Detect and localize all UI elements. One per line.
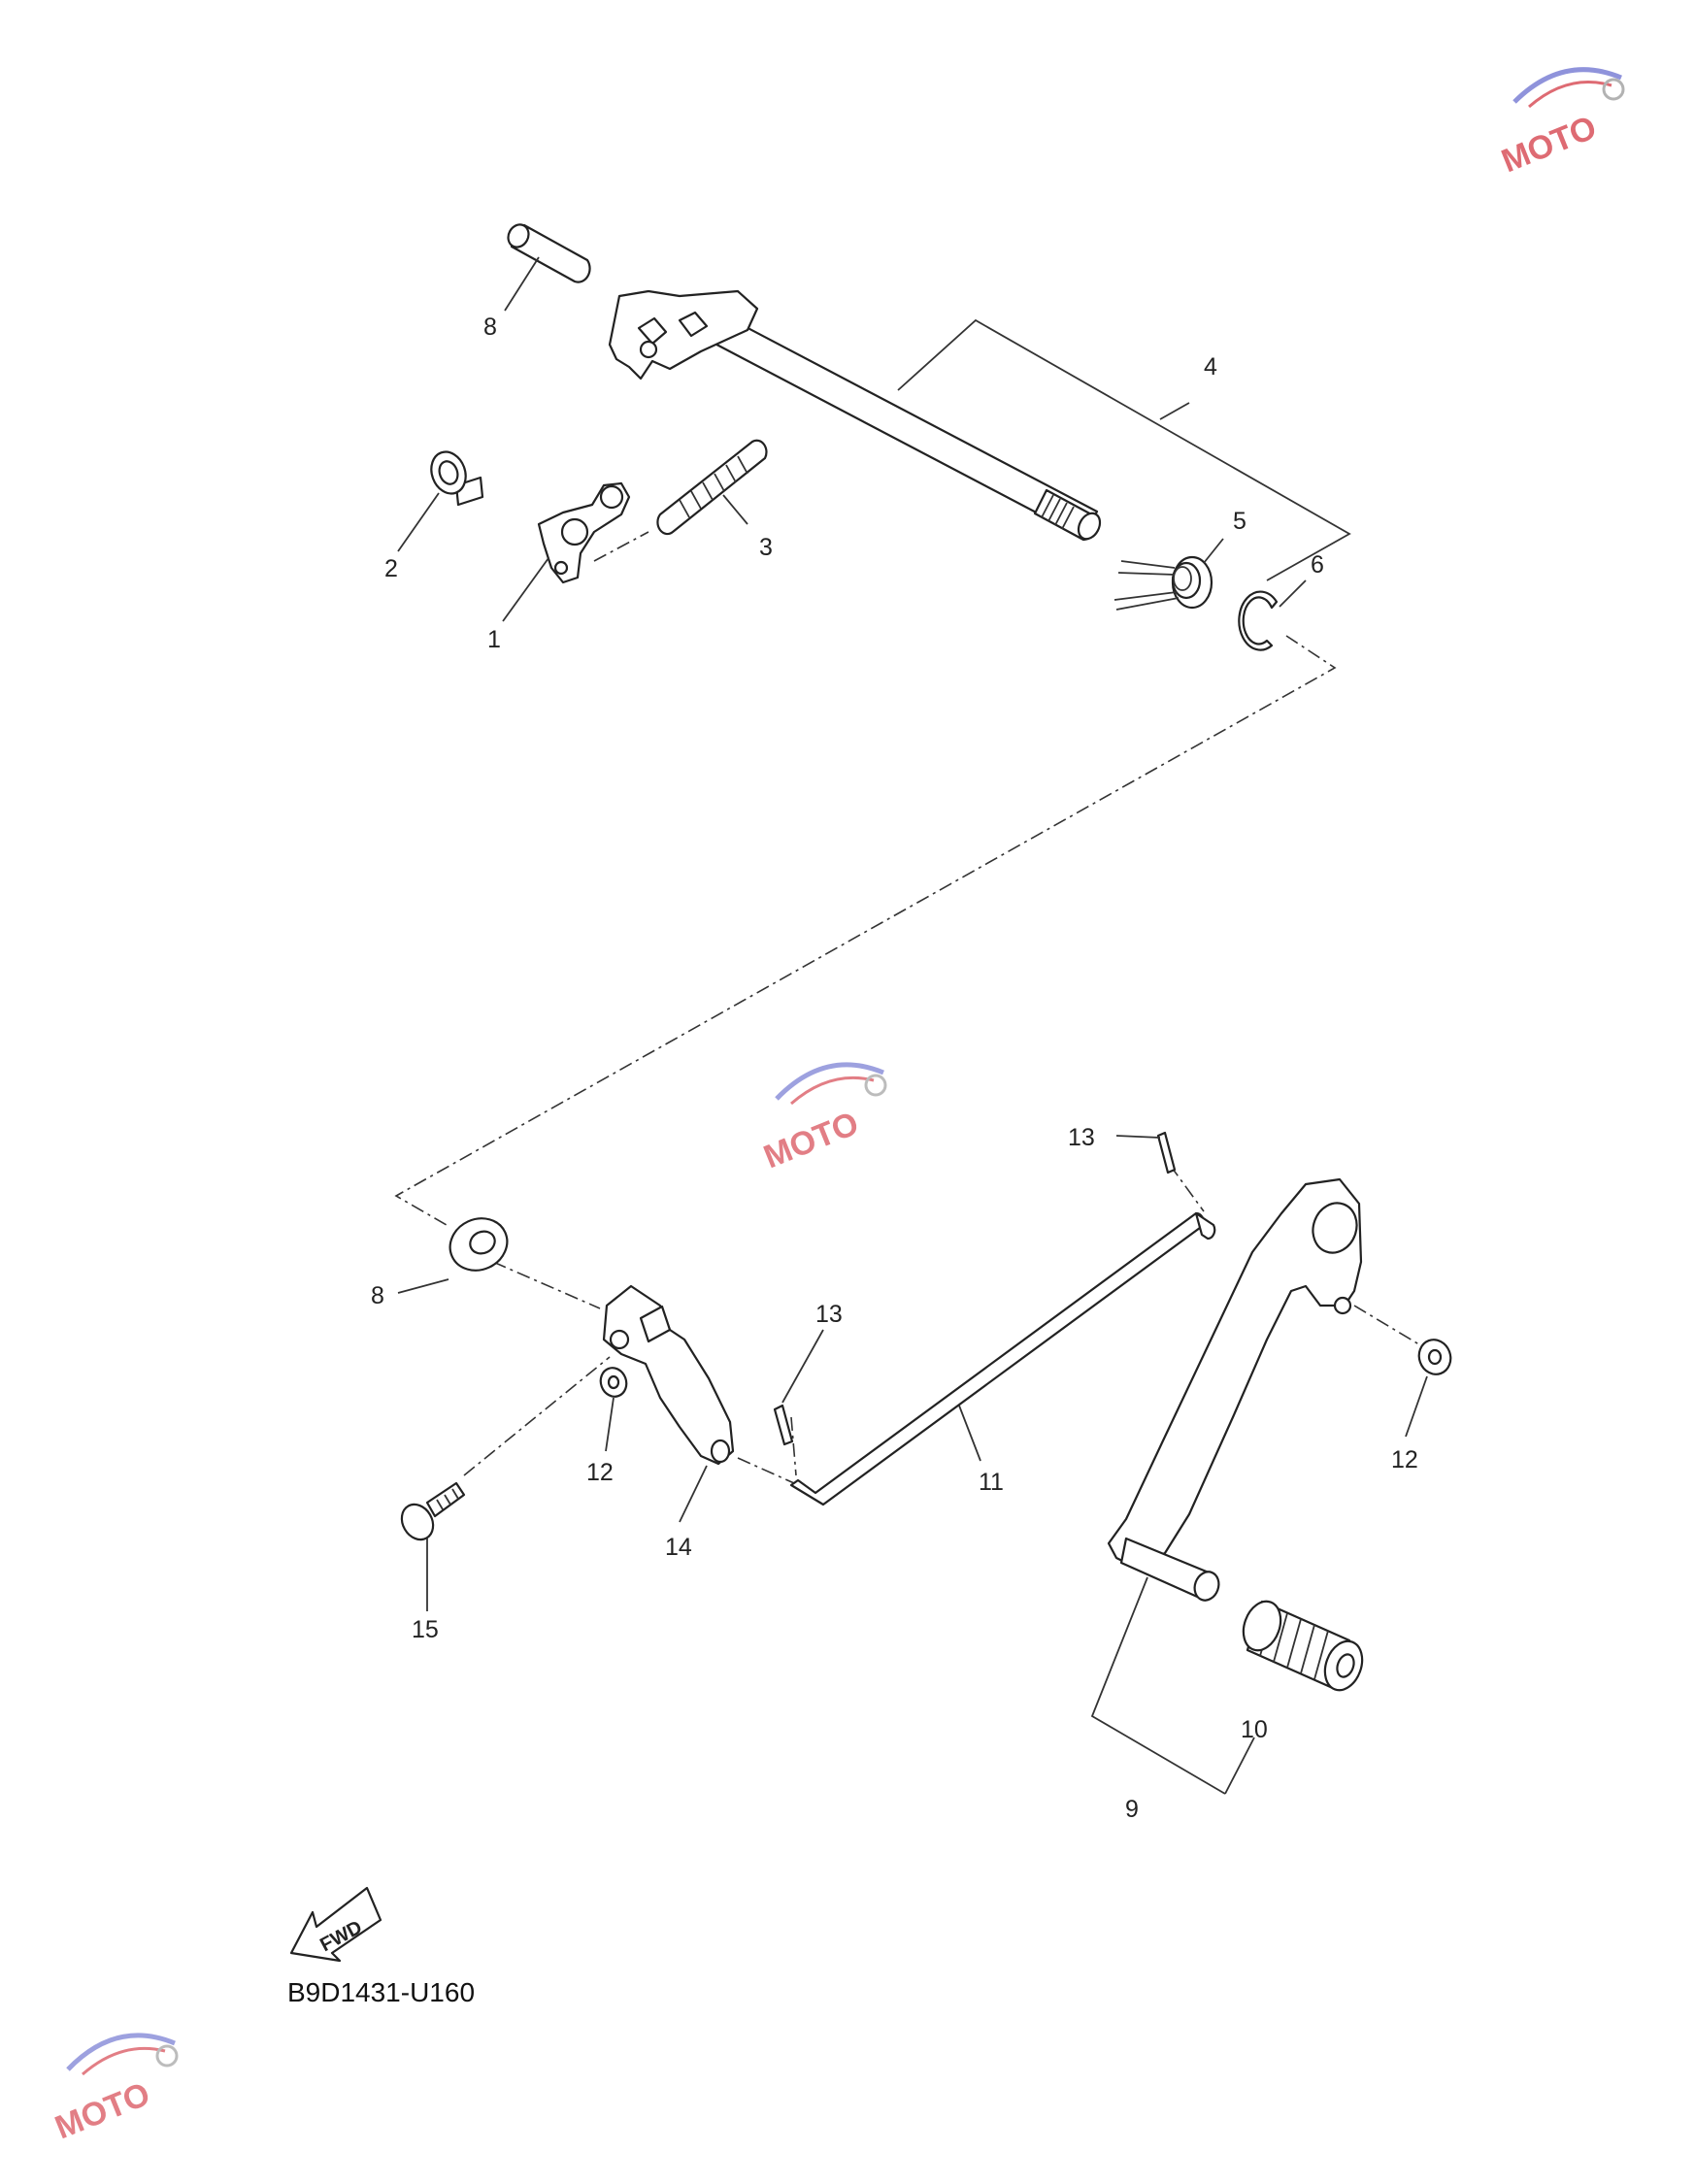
part-15-bolt [400,1481,466,1541]
callout-labels: 8 2 1 3 4 5 6 8 13 13 11 12 14 15 12 10 … [371,314,1418,1823]
part-2-bolt [430,450,484,507]
callout-11: 11 [979,1469,1004,1496]
part-3-spring [656,439,768,536]
part-13-spring-pin-upper [1156,1131,1177,1175]
dash-9-12 [1353,1305,1428,1350]
part-12-washer-left [599,1367,628,1398]
part-14-shift-arm [602,1284,735,1466]
watermark-logo-bottom-left: MOTO [50,2033,179,2146]
reference-lines [394,318,1428,1795]
part-7-pin [507,223,591,283]
watermark-logo-center: MOTO [759,1062,887,1175]
callout-13-lower: 13 [815,1301,843,1328]
callout-10: 10 [1241,1716,1268,1743]
callout-4: 4 [1204,353,1217,381]
callout-12-right: 12 [1391,1446,1418,1473]
dash-15-14 [463,1356,611,1476]
watermark-text-1: MOTO [1497,109,1602,180]
callout-13-upper: 13 [1068,1124,1095,1151]
leader-lines [397,256,1428,1611]
callout-7: 8 [483,314,497,341]
callout-2: 2 [384,555,398,582]
diagram-code: B9D1431-U160 [287,1977,475,2007]
watermark-logo-top-right: MOTO [1497,67,1625,180]
leader-9-10 [1224,1737,1255,1795]
part-6-circlip [1238,590,1279,651]
callout-12-left: 12 [586,1459,614,1486]
bracket-4 [897,318,1351,581]
callout-15: 15 [412,1616,439,1643]
watermark-text-3: MOTO [50,2075,155,2146]
callout-8: 8 [371,1282,384,1309]
part-12-washer-right [1417,1339,1452,1375]
leader-4 [1159,402,1190,420]
watermark-text-2: MOTO [759,1105,864,1175]
part-4-shift-shaft [608,289,1102,542]
dash-8-14 [492,1261,601,1309]
callout-14: 14 [665,1534,692,1561]
connector-6-8 [394,635,1337,1226]
callout-3: 3 [759,534,773,561]
dash-1-3 [593,531,649,562]
part-10-pedal-rubber [1242,1600,1364,1692]
dash-13-11-top [1169,1164,1205,1212]
dash-14-11 [737,1457,795,1484]
part-5-return-spring [1113,555,1213,611]
bracket-9 [1090,1576,1226,1795]
fwd-arrow-icon: FWD [289,1886,382,1963]
callout-6: 6 [1311,551,1324,579]
dash-13-11 [790,1416,797,1476]
part-9-shift-pedal [1107,1177,1363,1602]
part-1-stopper-lever [537,481,631,584]
part-11-shift-rod [789,1211,1216,1506]
callout-9: 9 [1125,1796,1139,1823]
part-13-spring-pin-lower [773,1404,794,1446]
callout-5: 5 [1233,508,1246,535]
part-8-oil-seal [449,1217,509,1272]
callout-1: 1 [487,626,501,653]
